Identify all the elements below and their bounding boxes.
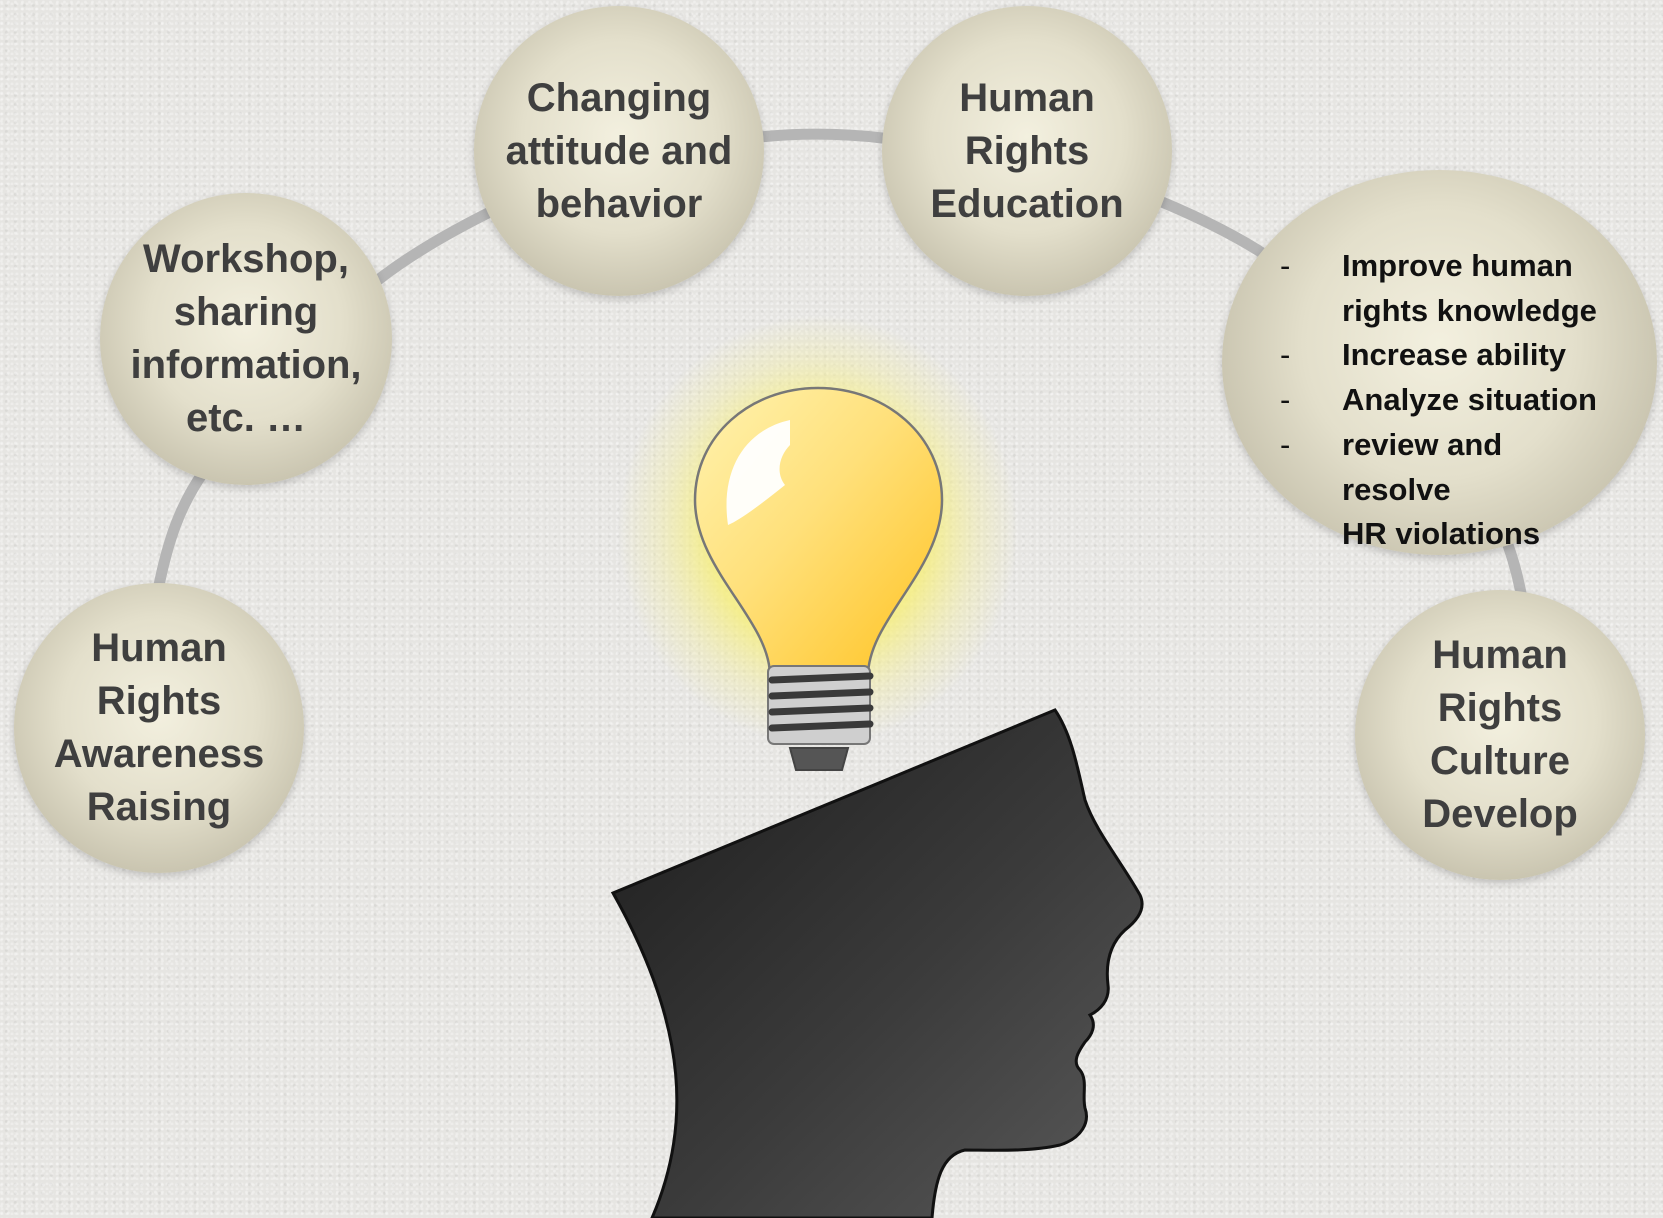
detail-item: -Analyze situation bbox=[1280, 382, 1597, 418]
node-awareness-line-3: Awareness bbox=[53, 732, 265, 776]
node-education-line-2: Rights bbox=[964, 128, 1090, 173]
node-human-rights-culture-develop: Human Rights Culture Develop bbox=[1355, 590, 1645, 880]
node-education-details: -Improve human rights knowledge -Increas… bbox=[1222, 170, 1657, 555]
detail-item: -review and resolve bbox=[1280, 426, 1503, 507]
node-changing-attitude-and-behavior: Changing attitude and behavior bbox=[474, 6, 764, 296]
node-awareness-line-1: Human bbox=[91, 626, 227, 670]
arc-workshop-changing bbox=[372, 206, 496, 286]
node-awareness-line-4: Raising bbox=[86, 785, 232, 829]
detail-item: -Increase ability bbox=[1280, 337, 1567, 373]
node-awareness-line-2: Rights bbox=[96, 679, 222, 723]
node-workshop-line-3: information, bbox=[130, 343, 362, 387]
node-culture-line-4: Develop bbox=[1422, 792, 1578, 836]
detail-item: HR violations bbox=[1342, 516, 1541, 552]
node-changing-line-2: attitude and bbox=[505, 128, 733, 173]
arc-changing-education bbox=[754, 128, 888, 144]
detail-item: rights knowledge bbox=[1342, 292, 1597, 328]
node-education-line-3: Education bbox=[930, 181, 1124, 226]
node-workshop-line-2: sharing bbox=[173, 290, 319, 334]
detail-item: -Improve human bbox=[1280, 248, 1573, 283]
node-human-rights-awareness-raising: Human Rights Awareness Raising bbox=[14, 583, 304, 873]
light-bulb-icon bbox=[618, 315, 1018, 771]
node-workshop-sharing-information: Workshop, sharing information, etc. … bbox=[100, 193, 392, 485]
node-workshop-line-1: Workshop, bbox=[143, 237, 349, 281]
node-culture-line-1: Human bbox=[1432, 633, 1568, 677]
education-details-list: -Improve human rights knowledge -Increas… bbox=[1280, 244, 1610, 557]
node-changing-line-3: behavior bbox=[535, 181, 703, 226]
node-human-rights-education: Human Rights Education bbox=[882, 6, 1172, 296]
head-silhouette-icon bbox=[610, 708, 1144, 1218]
connector-arcs bbox=[152, 128, 1529, 611]
arc-awareness-workshop bbox=[152, 464, 211, 596]
node-education-line-1: Human bbox=[959, 75, 1095, 120]
node-workshop-line-4: etc. … bbox=[185, 396, 307, 440]
arc-education-details bbox=[1156, 196, 1276, 264]
node-changing-line-1: Changing bbox=[526, 75, 712, 120]
node-culture-line-3: Culture bbox=[1429, 739, 1570, 783]
node-culture-line-2: Rights bbox=[1437, 686, 1563, 730]
